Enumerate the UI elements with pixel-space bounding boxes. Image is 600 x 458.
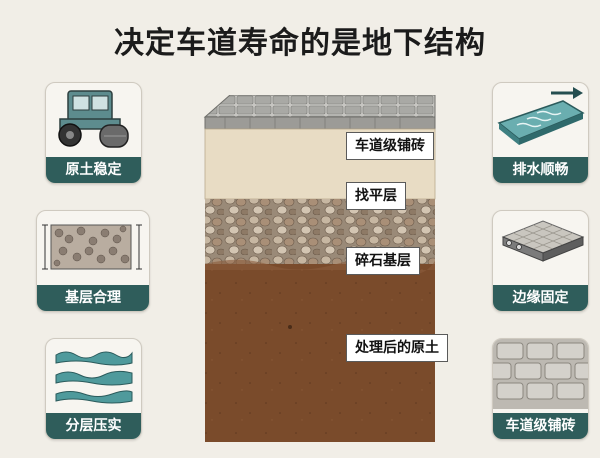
- card-label: 原土稳定: [46, 157, 141, 183]
- drainage-slope-icon: [497, 87, 585, 145]
- card-label: 边缘固定: [493, 285, 588, 311]
- compacted-layers-icon: [55, 351, 133, 404]
- card-subgrade-stable: 原土稳定: [45, 82, 142, 184]
- card-layered-compaction: 分层压实: [45, 338, 142, 440]
- edge-restraint-icon: [501, 220, 585, 262]
- card-driveway-pavers: 车道级铺砖: [492, 338, 589, 440]
- road-roller-icon: [58, 90, 129, 148]
- card-edge-fixed: 边缘固定: [492, 210, 589, 312]
- card-drainage: 排水顺畅: [492, 82, 589, 184]
- layer-label-leveling: 找平层: [346, 182, 406, 210]
- page-title: 决定车道寿命的是地下结构: [114, 26, 486, 61]
- card-label: 排水顺畅: [493, 157, 588, 183]
- paver-top-surface: [203, 95, 436, 118]
- layer-label-subgrade: 处理后的原土: [346, 334, 448, 362]
- layer-label-pavers: 车道级铺砖: [346, 132, 434, 160]
- gravel-layer-icon: [42, 224, 142, 270]
- card-label: 基层合理: [37, 285, 149, 311]
- card-label: 分层压实: [46, 413, 141, 439]
- card-label: 车道级铺砖: [493, 413, 588, 439]
- paver-tiles-icon: [493, 339, 588, 409]
- layer-label-gravel-base: 碎石基层: [346, 247, 420, 275]
- card-base-reasonable: 基层合理: [36, 210, 150, 312]
